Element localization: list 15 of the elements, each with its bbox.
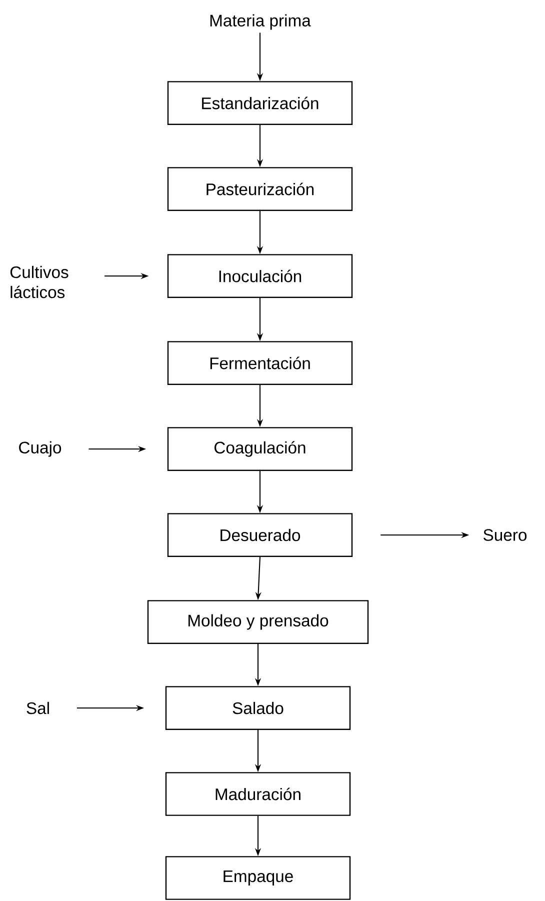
input-label: Cultivos lácticos [10, 266, 68, 298]
process-box: Estandarización [167, 81, 353, 125]
flow-label: Cuajo [19, 441, 62, 457]
process-box: Desuerado [167, 513, 353, 557]
flow-label: Sal [26, 702, 49, 714]
process-box: Pasteurización [167, 167, 353, 211]
process-box: Moldeo y prensado [147, 600, 369, 644]
flow-label: Materia prima [210, 14, 311, 30]
process-box: Inoculación [167, 254, 353, 298]
flow-label: Suero [484, 529, 527, 541]
process-box: Salado [165, 686, 351, 730]
process-box: Coagulación [167, 427, 353, 471]
process-box: Maduración [165, 772, 351, 816]
process-box: Empaque [165, 856, 351, 900]
process-box: Fermentación [167, 341, 353, 385]
